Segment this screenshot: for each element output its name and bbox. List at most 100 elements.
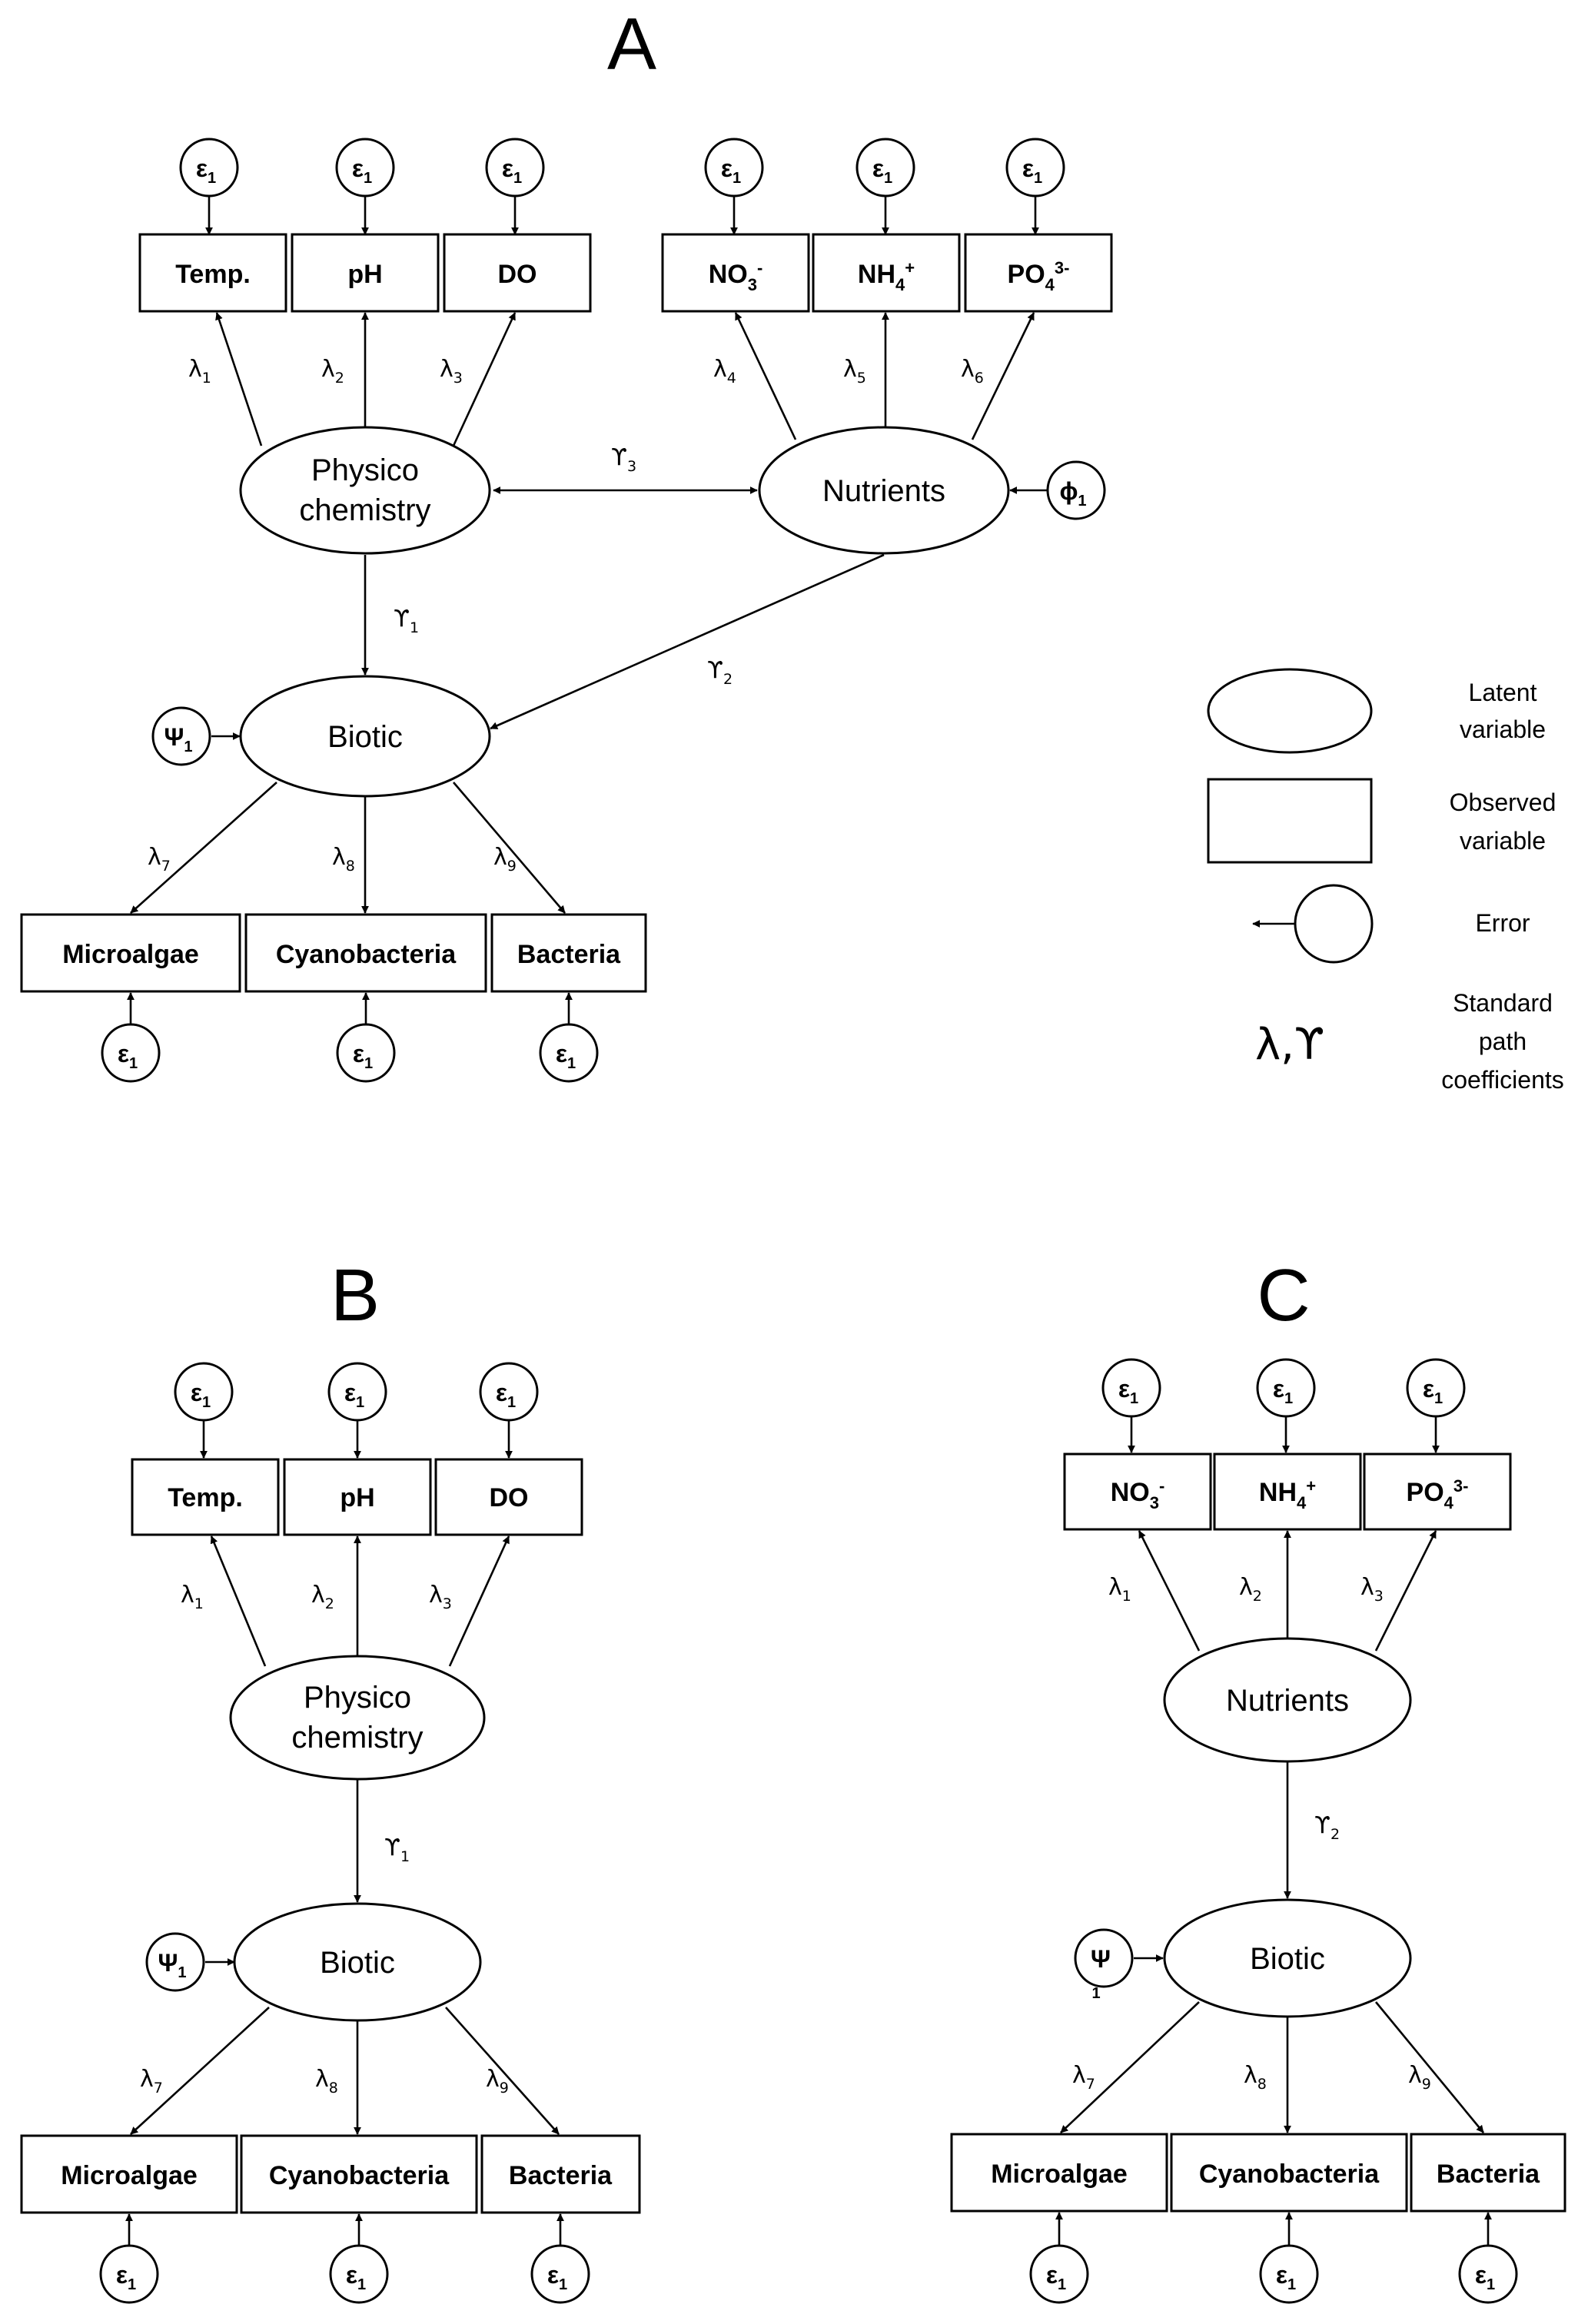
panel-a-error-arrows-top	[205, 196, 1039, 235]
error-circle-b-do: ε1	[479, 1362, 539, 1422]
error-circle-b-bacteria: ε1	[530, 2244, 590, 2304]
svg-text:Error: Error	[1475, 909, 1530, 937]
lambda-3: λ3	[1360, 1574, 1384, 1605]
panel-c-lambda-labels-top: λ1 λ2 λ3	[1108, 1574, 1384, 1605]
svg-text:ε1: ε1	[721, 154, 741, 187]
lambda-8: λ8	[332, 844, 355, 875]
svg-text:PO43-: PO43-	[1008, 258, 1070, 294]
svg-text:NO3-: NO3-	[709, 258, 763, 294]
error-circle-c-po4: ε1	[1406, 1358, 1466, 1418]
svg-text:Biotic: Biotic	[1250, 1942, 1325, 1976]
svg-text:variable: variable	[1460, 715, 1546, 743]
svg-text:NO3-: NO3-	[1111, 1476, 1165, 1512]
observed-microalgae: Microalgae	[20, 913, 241, 993]
gamma-1: ϒ1	[384, 1834, 410, 1865]
observed-do: DO	[443, 233, 592, 313]
svg-text:NH4+: NH4+	[1259, 1476, 1316, 1512]
gamma-2: ϒ2	[707, 657, 733, 688]
latent-physico-chemistry: Physico chemistry	[239, 426, 491, 555]
legend-latent: Latent variable	[1207, 668, 1546, 754]
panel-b: B ε1 ε1 ε1 Temp. pH DO	[20, 1254, 641, 2304]
svg-text:Temp.: Temp.	[175, 260, 251, 289]
panel-a-loading-arrows-bottom	[130, 782, 566, 914]
panel-b-lambda-labels-bottom: λ7 λ8 λ9	[140, 2066, 509, 2097]
error-circle-a-nh4: ε1	[855, 138, 915, 198]
panel-a-loading-arrows-top	[215, 312, 1035, 447]
observed-bacteria: Bacteria	[490, 913, 647, 993]
svg-text:Physico: Physico	[304, 1681, 411, 1715]
lambda-9: λ9	[493, 844, 517, 875]
error-circle-phi: ϕ1	[1046, 460, 1106, 520]
error-circle-c-nh4: ε1	[1256, 1358, 1316, 1418]
latent-biotic: Biotic	[233, 1902, 482, 2022]
lambda-2: λ2	[311, 1582, 334, 1612]
svg-text:Ψ: Ψ	[1091, 1945, 1111, 1973]
observed-cyanobacteria: Cyanobacteria	[240, 2134, 478, 2214]
latent-nutrients: Nutrients	[758, 426, 1010, 555]
svg-text:DO: DO	[498, 260, 537, 289]
svg-text:ε1: ε1	[118, 1040, 138, 1072]
error-circle-a-cyanobacteria: ε1	[336, 1023, 396, 1083]
gamma-1: ϒ1	[394, 606, 419, 636]
panel-c-lambda-labels-bottom: λ7 λ8 λ9	[1072, 2062, 1431, 2093]
svg-text:pH: pH	[340, 1483, 374, 1512]
lambda-1: λ1	[188, 356, 211, 387]
svg-text:ε1: ε1	[1475, 2261, 1495, 2293]
error-circle-a-bacteria: ε1	[539, 1023, 599, 1083]
lambda-4: λ4	[713, 356, 736, 387]
svg-text:Bacteria: Bacteria	[517, 940, 621, 969]
legend-error: Error	[1252, 884, 1530, 964]
svg-text:ε1: ε1	[353, 1040, 373, 1072]
svg-text:ε1: ε1	[1423, 1375, 1443, 1407]
svg-text:ε1: ε1	[547, 2261, 567, 2293]
svg-text:ε1: ε1	[1276, 2261, 1296, 2293]
gamma-2: ϒ2	[1314, 1812, 1340, 1843]
svg-text:Microalgae: Microalgae	[61, 2161, 198, 2190]
lambda-9: λ9	[486, 2066, 509, 2097]
svg-text:Standard: Standard	[1453, 989, 1553, 1017]
observed-do: DO	[434, 1458, 583, 1536]
lambda-8: λ8	[1244, 2062, 1267, 2093]
svg-text:ε1: ε1	[191, 1379, 211, 1411]
svg-text:Observed: Observed	[1450, 788, 1556, 816]
error-circle-b-temp: ε1	[174, 1362, 234, 1422]
observed-bacteria: Bacteria	[1410, 2133, 1566, 2213]
observed-microalgae: Microalgae	[20, 2134, 238, 2214]
svg-text:Nutrients: Nutrients	[822, 474, 945, 508]
latent-physico-chemistry: Physico chemistry	[229, 1655, 486, 1781]
svg-text:ε1: ε1	[502, 154, 522, 187]
latent-nutrients: Nutrients	[1163, 1637, 1412, 1763]
svg-text:Physico: Physico	[311, 453, 419, 487]
observed-nh4: NH4+	[1213, 1452, 1362, 1531]
svg-text:DO: DO	[490, 1483, 529, 1512]
observed-microalgae: Microalgae	[950, 2133, 1168, 2213]
error-circle-a-ph: ε1	[335, 138, 395, 198]
svg-text:ε1: ε1	[344, 1379, 364, 1411]
panel-a: A Temp. pH DO NO3- NH4+	[20, 3, 1113, 1083]
svg-text:ϕ1: ϕ1	[1059, 477, 1086, 510]
observed-ph: pH	[283, 1458, 432, 1536]
svg-text:Biotic: Biotic	[320, 1946, 395, 1980]
error-circle-a-temp: ε1	[179, 138, 239, 198]
panel-b-error-arrows-bottom	[125, 2213, 564, 2246]
error-circle-c-cyanobacteria: ε1	[1259, 2244, 1319, 2304]
svg-text:Biotic: Biotic	[327, 720, 403, 754]
lambda-1: λ1	[1108, 1574, 1131, 1605]
latent-biotic: Biotic	[1163, 1898, 1412, 2018]
panel-b-loading-arrows-bottom	[130, 2007, 560, 2135]
svg-text:1: 1	[1091, 1985, 1100, 2002]
svg-text:chemistry: chemistry	[291, 1721, 423, 1755]
svg-text:Cyanobacteria: Cyanobacteria	[1199, 2160, 1380, 2189]
observed-ph: pH	[291, 233, 440, 313]
panel-c-error-arrows-top	[1128, 1416, 1440, 1453]
panel-b-lambda-labels-top: λ1 λ2 λ3	[181, 1582, 452, 1612]
error-circle-b-ph: ε1	[327, 1362, 387, 1422]
lambda-3: λ3	[429, 1582, 452, 1612]
panel-b-label: B	[331, 1254, 380, 1336]
error-circle-a-no3: ε1	[704, 138, 764, 198]
observed-nh4: NH4+	[812, 233, 961, 313]
svg-text:ε1: ε1	[352, 154, 372, 187]
svg-text:chemistry: chemistry	[299, 493, 430, 527]
svg-text:PO43-: PO43-	[1407, 1476, 1469, 1512]
